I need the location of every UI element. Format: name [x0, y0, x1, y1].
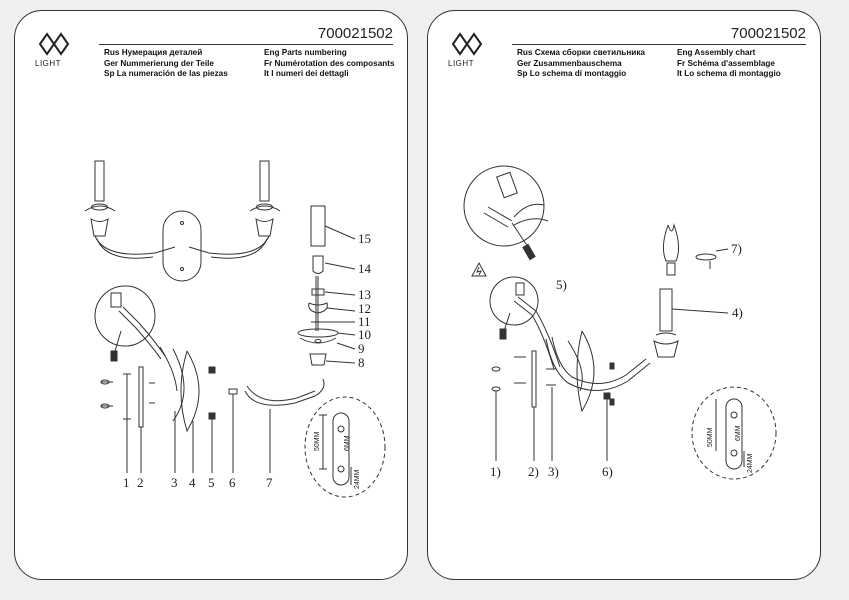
exploded-candle-parts	[244, 205, 356, 406]
product-code: 700021502	[317, 25, 393, 42]
label-sp: Sp La numeración de las piezas	[104, 69, 228, 78]
assembly-chart-page: LIGHT 700021502 Rus Схема сборки светиль…	[427, 10, 821, 580]
part-number-2: 2	[137, 475, 144, 490]
step-label-3: 3)	[548, 464, 559, 479]
part-number-8: 8	[358, 355, 365, 370]
dimension-50mm: 50MM	[707, 427, 714, 447]
brand-logo-icon	[451, 32, 483, 56]
part-number-6: 6	[229, 475, 236, 490]
step-label-7: 7)	[731, 241, 742, 256]
wiring-detail-small-illustration	[489, 276, 561, 370]
part-number-5: 5	[208, 475, 215, 490]
assembled-lamp-illustration	[84, 160, 281, 282]
dimension-6mm: 6MM	[344, 435, 351, 451]
part-number-7: 7	[266, 475, 273, 490]
part-number-15: 15	[358, 231, 371, 246]
part-number-4: 4	[189, 475, 196, 490]
electrical-warning-icon	[471, 261, 487, 277]
dimension-detail	[304, 396, 386, 498]
parts-numbering-page: LIGHT 700021502 Rus Нумерация деталей Ge…	[14, 10, 408, 580]
step-label-1: 1)	[490, 464, 501, 479]
parts-diagram: 1 2 3 4 5 6 7 8 9 10 11 12 13 14 15 50MM…	[84, 160, 386, 498]
label-it: It I numeri dei dettagli	[264, 69, 349, 78]
dimension-6mm: 6MM	[735, 425, 742, 441]
label-eng: Eng Assembly chart	[677, 48, 756, 57]
header-divider	[99, 44, 393, 45]
part-number-14: 14	[358, 261, 372, 276]
step-label-2: 2)	[528, 464, 539, 479]
brand-logo-text: LIGHT	[448, 59, 475, 68]
label-rus: Rus Схема сборки светильника	[517, 48, 645, 57]
label-sp: Sp Lo schema di montaggio	[517, 69, 627, 78]
step-label-6: 6)	[602, 464, 613, 479]
part-number-9: 9	[358, 341, 365, 356]
part-number-1: 1	[123, 475, 130, 490]
part-number-3: 3	[171, 475, 178, 490]
label-rus: Rus Нумерация деталей	[104, 48, 203, 57]
product-code: 700021502	[730, 25, 806, 42]
dimension-50mm: 50MM	[314, 431, 321, 451]
label-fr: Fr Schéma d'assemblage	[677, 58, 775, 68]
brand-logo-text: LIGHT	[35, 59, 62, 68]
label-it: It Lo schema di montaggio	[677, 69, 781, 78]
wall-bracket-illustration	[545, 330, 651, 413]
wiring-detail-illustration	[94, 285, 166, 362]
part-number-10: 10	[358, 327, 371, 342]
flame-bulb-illustration	[662, 223, 729, 276]
dimension-24mm: 24MM	[354, 469, 361, 489]
lightning-icon	[476, 266, 482, 276]
assembly-diagram: 1) 2) 3) 4) 5) 6) 7) 50MM 6MM 24MM	[463, 165, 777, 480]
dimension-24mm: 24MM	[747, 453, 754, 473]
step-label-4: 4)	[732, 305, 743, 320]
part-number-11: 11	[358, 314, 371, 329]
label-ger: Ger Nummerierung der Teile	[104, 58, 214, 68]
label-fr: Fr Numérotation des composants	[264, 58, 395, 68]
part-number-13: 13	[358, 287, 371, 302]
part-number-12: 12	[358, 301, 371, 316]
mounting-hardware-parts	[100, 346, 238, 433]
label-ger: Ger Zusammenbauschema	[517, 58, 622, 68]
wiring-detail-large-illustration	[463, 165, 549, 261]
candle-arm-illustration	[653, 288, 729, 358]
step-label-5: 5)	[556, 277, 567, 292]
brand-logo-icon	[38, 32, 70, 56]
label-eng: Eng Parts numbering	[264, 48, 347, 57]
header-divider	[512, 44, 806, 45]
dimension-detail	[691, 386, 777, 480]
